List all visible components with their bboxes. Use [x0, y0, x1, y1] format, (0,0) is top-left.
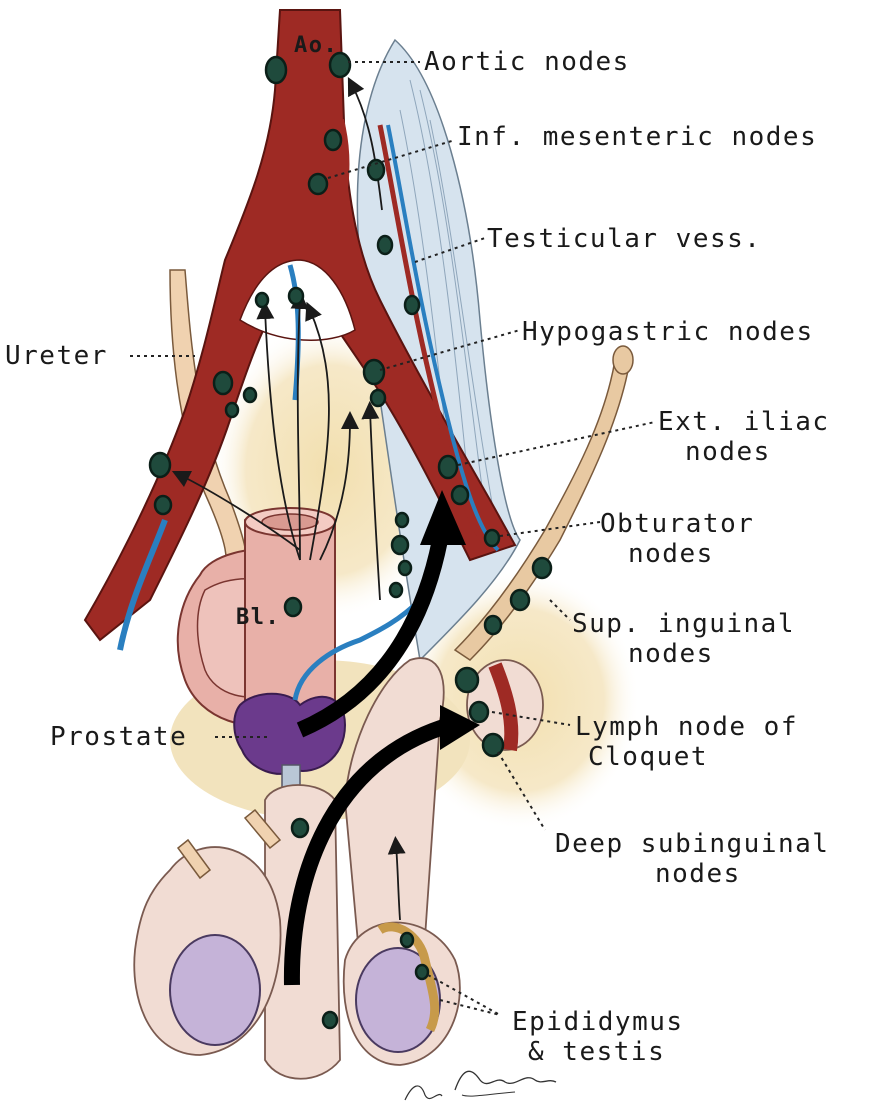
- drainage-arrowhead-prostate: [420, 490, 466, 545]
- node-obturator-1: [394, 511, 410, 529]
- left-iliac-vein: [117, 518, 168, 651]
- epididymis: [377, 922, 440, 1033]
- prostatic-veins: [292, 598, 422, 701]
- node-penile: [290, 817, 310, 839]
- node-cloquet-2: [468, 700, 490, 724]
- node-aortic-right: [328, 51, 352, 79]
- node-deep-subinguinal: [481, 732, 505, 758]
- node-testicular-2: [403, 294, 421, 316]
- label-cloquet-line1: Lymph node of: [575, 712, 798, 742]
- node-scrotal: [321, 1010, 339, 1030]
- node-bladder: [283, 596, 303, 618]
- label-sup-inguinal-line1: Sup. inguinal: [572, 609, 795, 639]
- node-common-iliac-left-2: [242, 386, 258, 404]
- node-epididymal-1: [399, 931, 415, 949]
- node-ext-iliac-right-2: [450, 484, 470, 506]
- label-testicular-vess: Testicular vess.: [487, 224, 761, 254]
- label-ext-iliac-line2: nodes: [685, 437, 771, 467]
- label-obturator-line1: Obturator: [600, 509, 754, 539]
- node-aortic-left: [264, 55, 288, 85]
- label-cloquet-line2: Cloquet: [588, 742, 708, 772]
- node-inf-mesenteric-2: [307, 172, 329, 196]
- femoral-vessel: [488, 662, 519, 752]
- label-aortic-nodes: Aortic nodes: [424, 47, 630, 77]
- label-deep-subinguinal-line2: nodes: [655, 859, 741, 889]
- node-sup-inguinal-3: [483, 614, 503, 636]
- testicular-artery: [377, 124, 492, 552]
- label-ext-iliac-line1: Ext. iliac: [658, 407, 830, 437]
- label-prostate: Prostate: [50, 722, 187, 752]
- node-bifurcation-2: [287, 286, 305, 306]
- node-obturator-3: [397, 559, 413, 577]
- label-obturator-line2: nodes: [628, 539, 714, 569]
- label-inf-mesenteric-nodes: Inf. mesenteric nodes: [457, 122, 817, 152]
- vas-deferens-end: [612, 345, 634, 375]
- drainage-arrowhead-penis: [440, 705, 480, 750]
- node-ext-iliac-left-1: [148, 451, 172, 479]
- label-deep-subinguinal-line1: Deep subinguinal: [555, 829, 829, 859]
- label-epididymus-line1: Epididymus: [512, 1007, 684, 1037]
- node-sup-inguinal-2: [509, 588, 531, 612]
- node-hypogastric-2: [369, 388, 387, 408]
- inf-mesenteric-artery: [331, 119, 350, 222]
- label-epididymus-line2: & testis: [528, 1037, 665, 1067]
- node-ext-iliac-right-1: [437, 454, 459, 480]
- node-obturator-4: [388, 581, 404, 599]
- lymph-flow-lines: [171, 76, 406, 921]
- node-bifurcation-1: [254, 291, 270, 309]
- testicular-vein: [386, 124, 500, 552]
- vas-deferens: [453, 359, 631, 661]
- node-testicular-1: [376, 234, 394, 256]
- node-hypogastric-1: [362, 358, 386, 386]
- prostate: [233, 692, 347, 775]
- drainage-arrow-penis: [283, 717, 453, 986]
- node-epididymal-2: [414, 963, 430, 981]
- node-obturator-2: [390, 534, 410, 556]
- node-common-iliac-left-1: [212, 370, 234, 396]
- node-common-iliac-left-3: [224, 401, 240, 419]
- node-sup-inguinal-1: [531, 556, 553, 580]
- node-inf-mesenteric-1: [323, 128, 343, 152]
- label-bladder: Bl.: [236, 605, 280, 630]
- label-ao: Ao.: [294, 33, 338, 58]
- label-hypogastric-nodes: Hypogastric nodes: [522, 317, 814, 347]
- node-ext-iliac-left-2: [153, 494, 173, 516]
- label-sup-inguinal-line2: nodes: [628, 639, 714, 669]
- cut-cord-left: [176, 838, 212, 880]
- label-leader-lines: [130, 61, 656, 1016]
- node-inf-mesenteric-3: [366, 158, 386, 182]
- node-cloquet-1: [454, 666, 480, 694]
- cut-cord-mid: [243, 808, 282, 850]
- node-ext-iliac-right-3: [483, 528, 501, 548]
- drainage-arrow-prostate: [296, 538, 448, 738]
- testis-left: [169, 934, 261, 1046]
- artist-signature: [404, 1070, 557, 1101]
- lymph-nodes: [148, 51, 553, 1030]
- label-ureter: Ureter: [5, 341, 108, 371]
